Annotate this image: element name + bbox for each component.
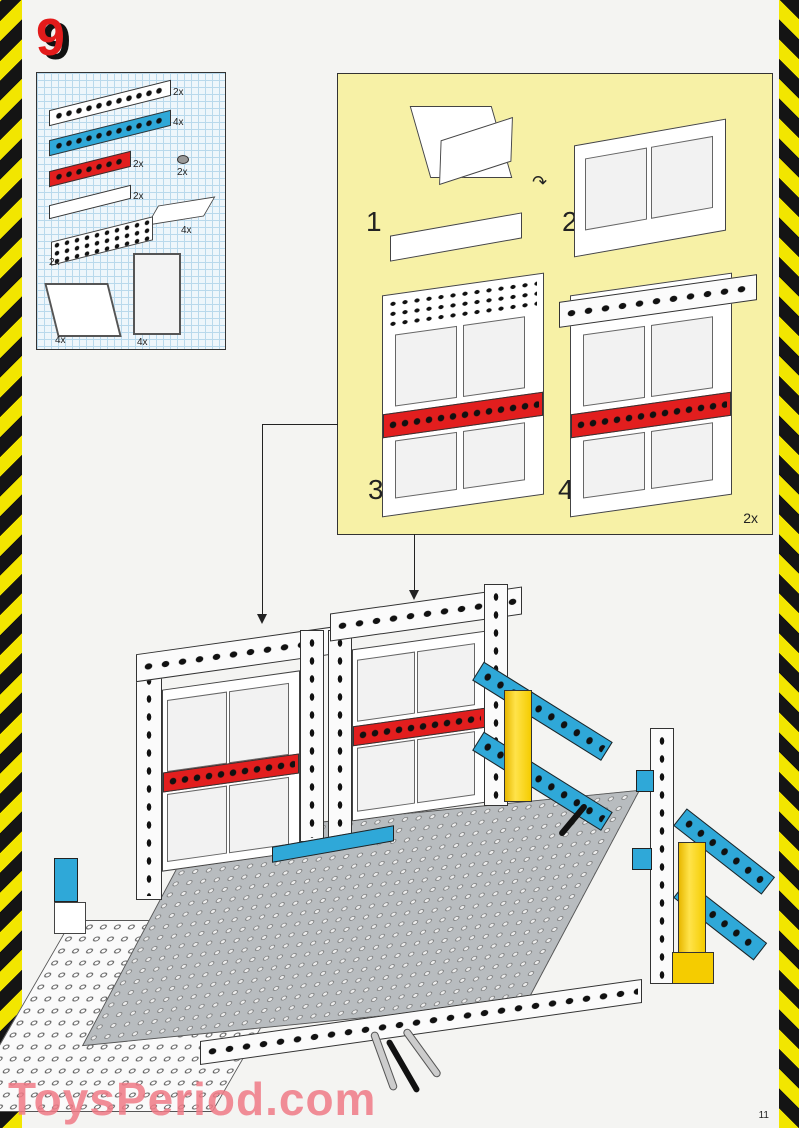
part-qty: 4x	[181, 225, 192, 236]
part-bush-icon	[177, 155, 189, 164]
blue-beam-stub	[636, 770, 654, 792]
subassembly-panel: 1 ↷ 2 3 4 2x	[337, 73, 773, 535]
left-wall-post	[136, 668, 162, 900]
hazard-stripe-left	[0, 0, 22, 1128]
watermark: ToysPeriod.com	[8, 1073, 377, 1125]
part-qty: 4x	[55, 335, 66, 346]
left-window-unit	[162, 670, 300, 872]
arrow-down-icon	[409, 590, 419, 600]
part-qty: 2x	[49, 257, 60, 268]
subassembly-multiplier: 2x	[743, 510, 758, 526]
part-qty: 4x	[173, 117, 184, 128]
hazard-stripe-right	[779, 0, 799, 1128]
substep-label-3: 3	[368, 474, 384, 505]
blue-brick	[54, 858, 78, 902]
middle-wall-post	[328, 630, 352, 842]
right-front-post	[650, 728, 674, 984]
part-qty: 2x	[173, 87, 184, 98]
pneumatic-cylinder	[678, 842, 706, 962]
part-qty: 2x	[133, 159, 144, 170]
part-qty: 2x	[133, 191, 144, 202]
part-qty: 2x	[177, 167, 188, 178]
substep-label-2: 2	[562, 206, 578, 237]
arrow-down-icon	[257, 614, 267, 624]
rotate-arrow-icon: ↷	[532, 172, 548, 192]
right-window-unit	[352, 630, 486, 822]
part-window-frame	[133, 253, 181, 335]
callout-line	[262, 424, 263, 620]
middle-wall-post	[300, 630, 324, 842]
substep-label-4: 4	[558, 474, 574, 505]
blue-beam-stub	[632, 848, 652, 870]
substep-label-1: 1	[366, 206, 382, 237]
parts-list: 2x 4x 2x 2x 2x 4x 2x 4x 4x	[36, 72, 226, 350]
pneumatic-cylinder	[504, 690, 532, 802]
page-number: 11	[758, 1110, 769, 1121]
white-brick	[54, 902, 86, 934]
cylinder-base	[672, 952, 714, 984]
part-qty: 4x	[137, 337, 148, 348]
callout-line	[414, 534, 415, 594]
step-number: 9	[36, 9, 65, 67]
callout-line	[262, 424, 338, 425]
